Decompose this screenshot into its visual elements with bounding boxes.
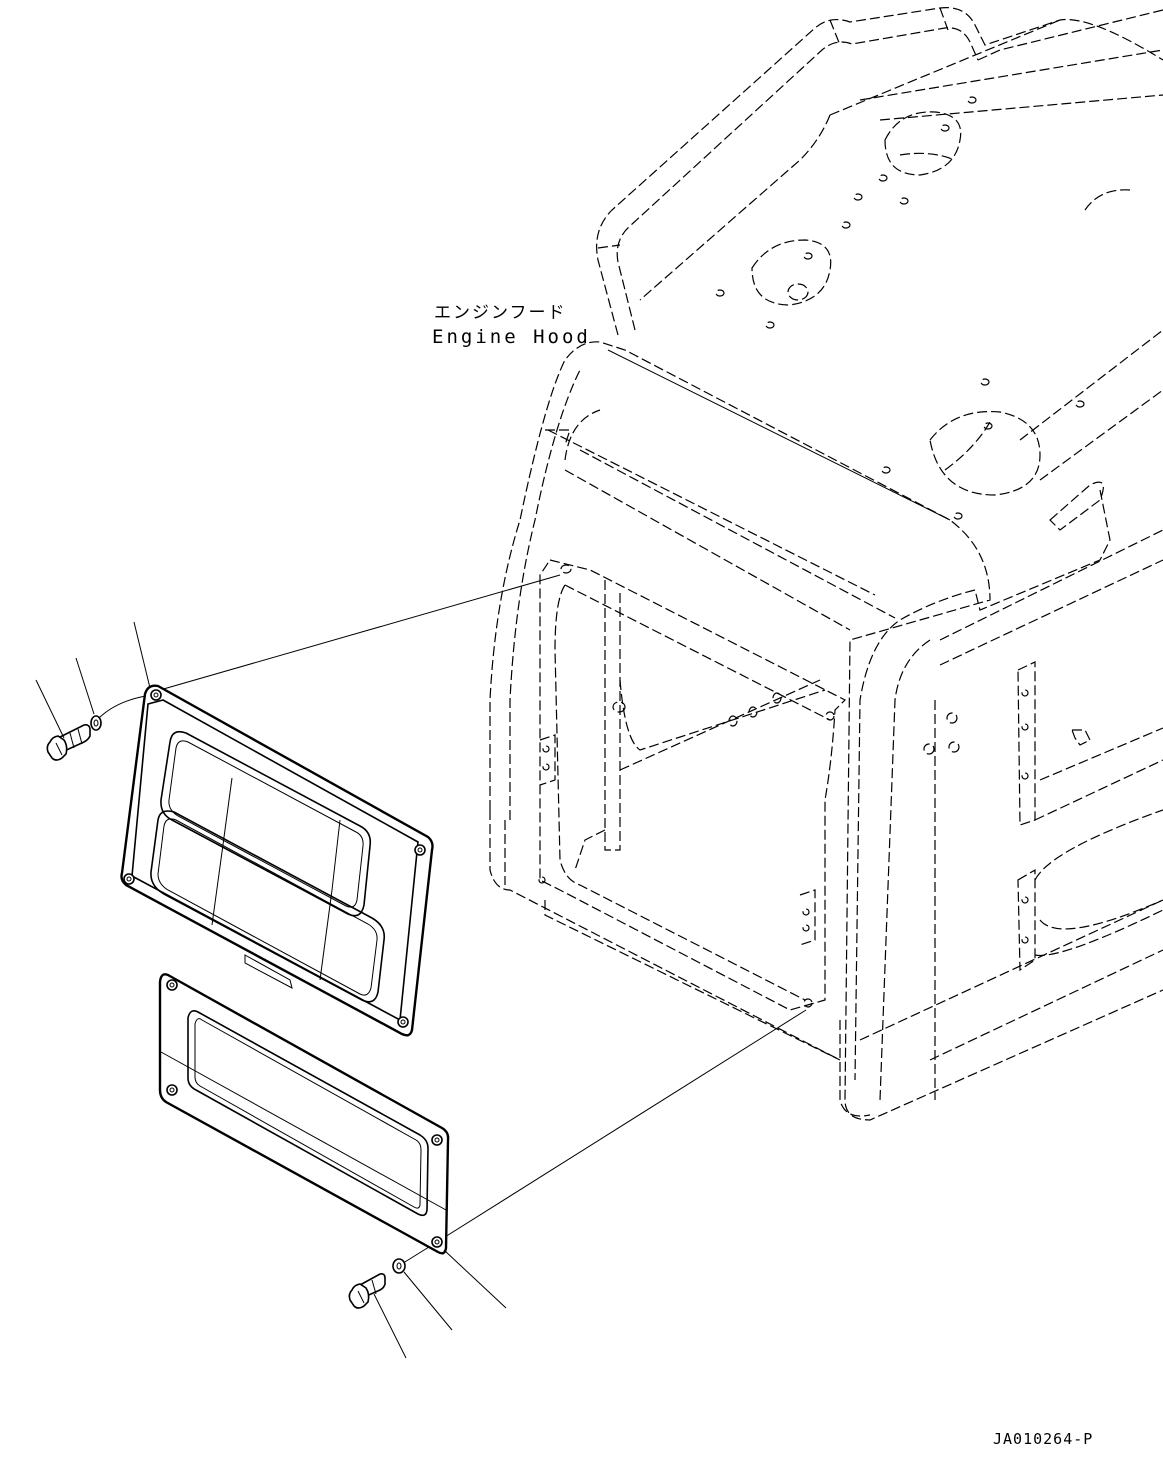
engine-hood	[489, 7, 1163, 1121]
grille-upper	[120, 684, 434, 1037]
gasket-lower	[158, 973, 450, 1255]
hood-front-opening	[539, 559, 847, 1011]
bolt-upper	[46, 724, 91, 761]
washer-lower	[392, 1258, 406, 1274]
engine-hood-label-en: Engine Hood	[432, 326, 591, 348]
hood-top-oval-opening	[884, 111, 962, 176]
hood-handle-rail	[596, 7, 1163, 336]
hood-front-frame	[489, 341, 1163, 1121]
hood-round-opening	[929, 410, 1041, 496]
bolt-lower	[348, 1273, 386, 1309]
leader-lines	[35, 621, 507, 1359]
drawing-number: JA010264-P	[993, 1430, 1094, 1448]
engine-hood-label-jp: エンジンフード	[434, 303, 567, 323]
hood-top-oval-opening-2	[751, 239, 832, 306]
washer-upper	[90, 715, 102, 731]
hood-top-panel	[639, 19, 1163, 301]
